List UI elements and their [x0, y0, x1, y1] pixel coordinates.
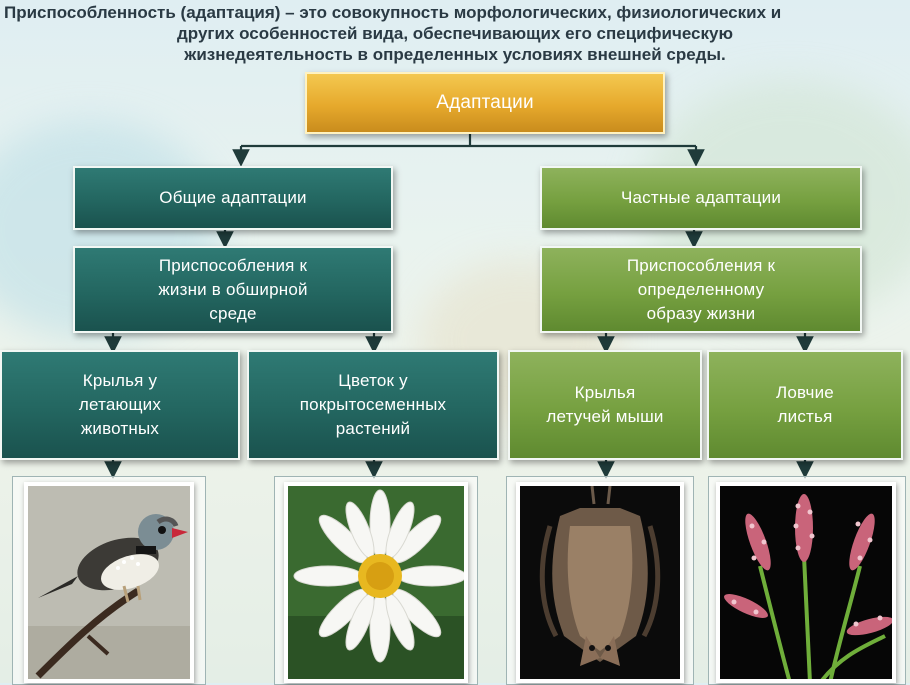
example-line: летучей мыши	[546, 407, 664, 426]
particular-sub-line: определенному	[637, 279, 765, 299]
definition-line-3: жизнедеятельность в определенных условия…	[184, 45, 726, 64]
bat-photo	[516, 482, 684, 683]
definition-line-2: других особенностей вида, обеспечивающих…	[177, 24, 733, 43]
example-box-bat-wings: Крылья летучей мыши	[508, 350, 702, 460]
particular-title: Частные адаптации	[620, 188, 782, 207]
example-box-trap-leaves: Ловчие листья	[707, 350, 903, 460]
general-sub-line: среде	[209, 303, 257, 323]
general-sub-box: Приспособления к жизни в обширной среде	[73, 246, 393, 333]
example-line: растений	[335, 419, 411, 438]
bird-photo	[24, 482, 194, 683]
general-sub-line: жизни в обширной	[158, 279, 308, 299]
example-line: Цветок у	[338, 371, 408, 390]
general-title: Общие адаптации	[159, 188, 307, 207]
root-adaptations-box: Адаптации	[305, 72, 665, 134]
particular-adaptations-box: Частные адаптации	[540, 166, 862, 230]
example-box-flower: Цветок у покрытосеменных растений	[247, 350, 499, 460]
example-line: Крылья	[574, 383, 636, 402]
definition-header: Приспособленность (адаптация) – это сово…	[0, 2, 910, 65]
example-box-bird-wings: Крылья у летающих животных	[0, 350, 240, 460]
particular-sub-line: образу жизни	[646, 303, 756, 323]
daisy-photo	[284, 482, 468, 683]
sundew-photo	[716, 482, 896, 683]
example-line: Крылья у	[82, 371, 158, 390]
definition-line-1: Приспособленность (адаптация) – это сово…	[4, 3, 782, 22]
example-line: животных	[80, 419, 160, 438]
particular-sub-box: Приспособления к определенному образу жи…	[540, 246, 862, 333]
general-sub-line: Приспособления к	[158, 255, 308, 275]
general-adaptations-box: Общие адаптации	[73, 166, 393, 230]
example-line: листья	[777, 407, 833, 426]
particular-sub-line: Приспособления к	[626, 255, 776, 275]
example-line: летающих	[78, 395, 162, 414]
example-line: Ловчие	[776, 383, 834, 402]
root-label: Адаптации	[436, 92, 534, 113]
example-line: покрытосеменных	[299, 395, 447, 414]
